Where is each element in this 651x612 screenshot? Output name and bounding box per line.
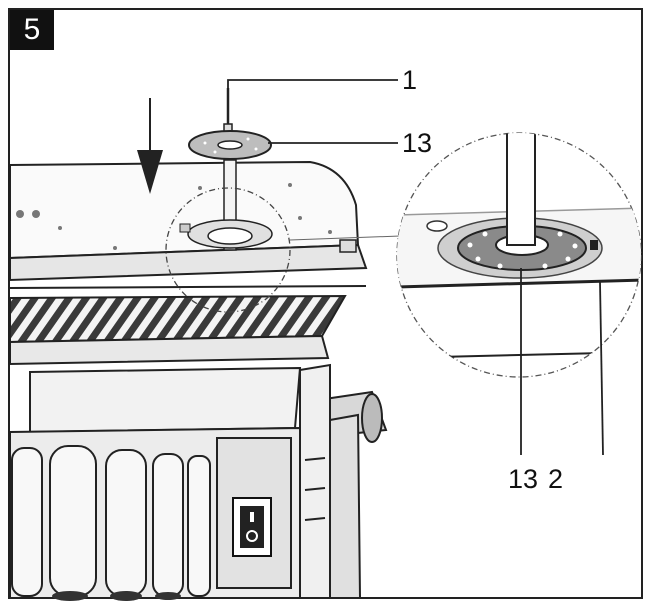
zoom-connector <box>289 235 401 241</box>
table-top <box>9 160 368 289</box>
callout-label-13-bottom: 13 <box>508 464 539 494</box>
callout-label-1: 1 <box>402 65 418 95</box>
insert-direction-arrow <box>137 98 163 194</box>
grille-panel <box>9 294 347 366</box>
machine-base <box>9 363 388 601</box>
callout-label-13-top: 13 <box>402 128 433 158</box>
step-number-badge: 5 <box>10 10 54 50</box>
detail-circle-small <box>165 187 291 313</box>
callout-label-2: 2 <box>548 464 564 494</box>
callout-leaders <box>227 79 604 456</box>
detail-circle-zoom <box>396 132 642 378</box>
